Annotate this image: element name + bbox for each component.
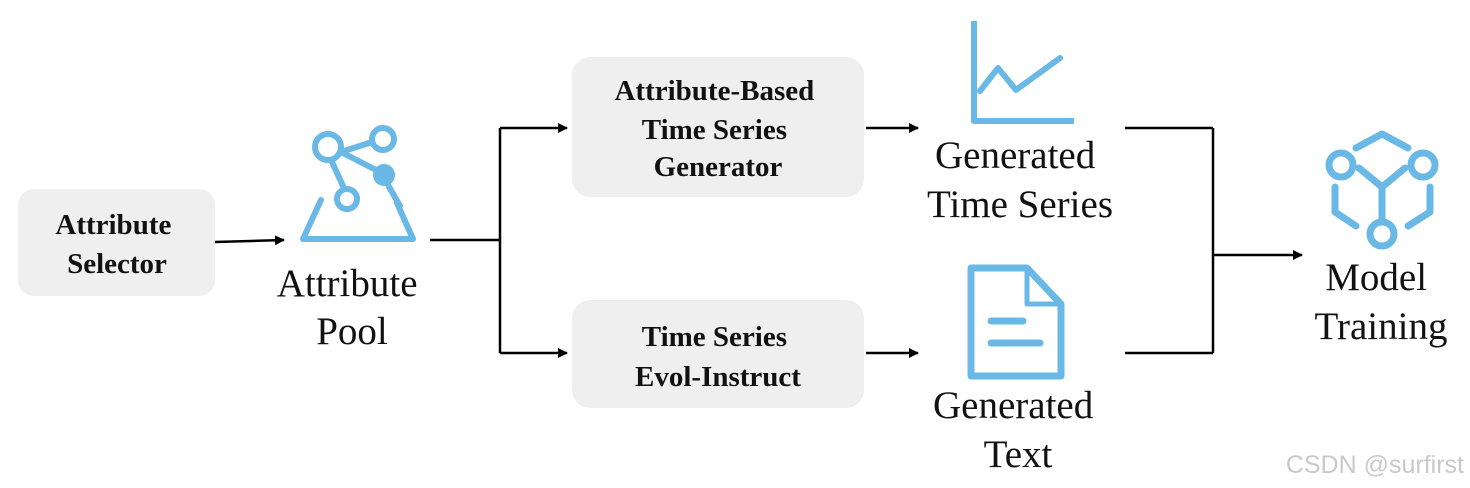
evol-instruct-line-2: Evol-Instruct <box>635 361 801 393</box>
ts-generator-line-3: Generator <box>654 151 783 183</box>
model-training-line-2: Training <box>1315 305 1448 348</box>
document-icon <box>967 264 1065 380</box>
evol-instruct-line-1: Time Series <box>642 321 787 353</box>
generated-ts-line-2: Time Series <box>927 183 1113 226</box>
generated-text-label: Generated Text <box>933 384 1103 476</box>
svg-text:Time Series Evol-Instruc: Time Series Evol-Instruct <box>635 321 801 393</box>
attribute-selector-box: Attribute Selector <box>18 189 215 296</box>
ts-generator-line-1: Attribute-Based <box>614 75 814 107</box>
network-cube-icon <box>1325 130 1439 250</box>
generated-text-line-2: Text <box>984 433 1053 476</box>
generated-ts-line-1: Generated <box>935 134 1096 177</box>
connectors <box>214 123 1303 358</box>
attribute-selector-line-1: Attribute <box>55 209 171 241</box>
line-chart-icon <box>971 21 1074 124</box>
watermark: CSDN @surfirst <box>1286 451 1464 479</box>
svg-text:Attribute Selector: Attribute Selector <box>55 209 178 280</box>
ts-generator-line-2: Time Series <box>642 114 787 146</box>
ts-generator-box: Attribute-Based Time Series Generator <box>572 57 864 197</box>
svg-text:Attribute-Based Time Ser: Attribute-Based Time Series Generator <box>614 75 821 183</box>
generated-text-line-1: Generated <box>933 384 1094 427</box>
arrow-selector-to-pool <box>214 235 285 246</box>
attribute-selector-line-2: Selector <box>67 248 167 280</box>
model-training-label: Model Training <box>1315 256 1448 348</box>
model-training-line-1: Model <box>1325 256 1427 299</box>
generated-time-series-label: Generated Time Series <box>927 134 1113 226</box>
attribute-pool-label: Attribute Pool <box>277 262 428 353</box>
attribute-pool-line-2: Pool <box>316 310 388 353</box>
evol-instruct-box: Time Series Evol-Instruct <box>572 300 864 408</box>
molecule-funnel-icon <box>300 125 416 242</box>
attribute-pool-line-1: Attribute <box>277 262 418 305</box>
